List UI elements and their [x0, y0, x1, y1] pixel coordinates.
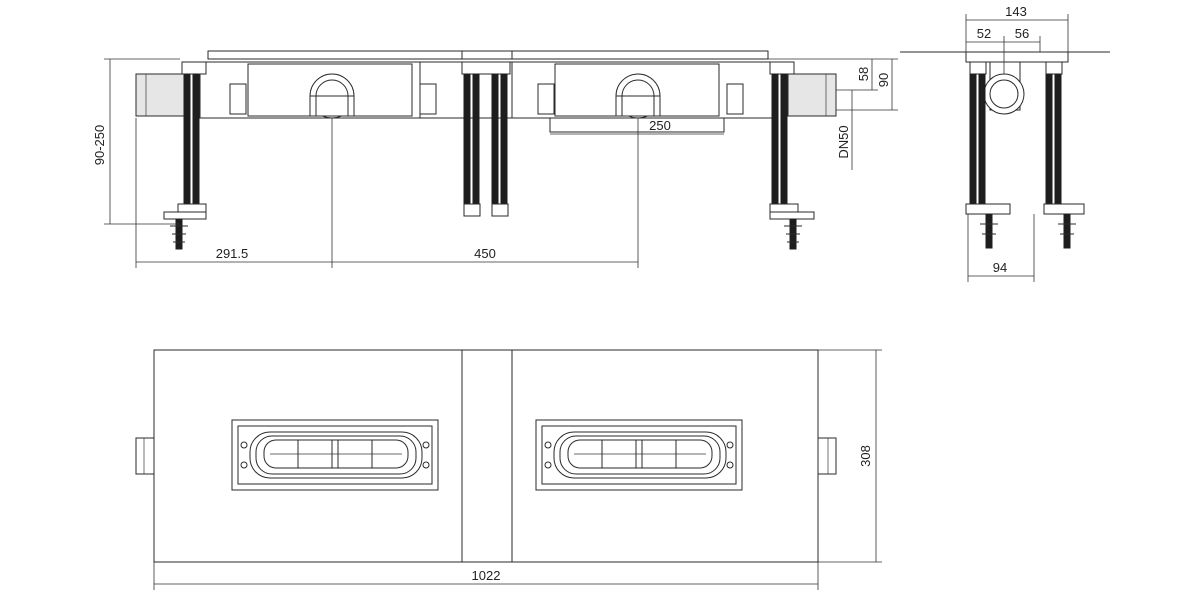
dim-side-52: 52: [977, 26, 991, 41]
plan-right-pipe: [817, 437, 837, 475]
leg-left: [163, 73, 207, 250]
dim-side-width: 143: [1005, 4, 1027, 19]
dim-plan-depth: 308: [858, 445, 873, 467]
outlet-circle-left: [309, 73, 355, 119]
plan-left-pipe: [135, 437, 155, 475]
dim-outlet-size: DN50: [836, 125, 851, 158]
front-elevation: [135, 50, 837, 250]
plan-view: [135, 349, 837, 563]
dim-body-length: 250: [649, 118, 671, 133]
dim-adjustable-height: 90-250: [92, 125, 107, 165]
side-elevation: [900, 51, 1110, 249]
dim-inlet-offset: 291.5: [216, 246, 249, 261]
channel-lower: [549, 117, 725, 133]
plan-dimensions: 1022 308: [153, 349, 882, 590]
leg-middle: [463, 73, 509, 217]
dim-foot-width: 94: [993, 260, 1007, 275]
leg-right: [769, 73, 815, 250]
side-dimensions: 143 52 56 94: [965, 4, 1069, 282]
front-dimensions: 90-250 291.5 450 250 DN50 58 90: [92, 58, 898, 268]
right-inlet-pipe: [787, 73, 837, 117]
dim-height-90: 90: [876, 73, 891, 87]
outlet-circle-right: [615, 73, 661, 119]
dim-outlet-spacing: 450: [474, 246, 496, 261]
left-inlet-pipe: [135, 73, 189, 117]
dim-height-58: 58: [856, 67, 871, 81]
grate-right: [535, 419, 743, 491]
dim-total-length: 1022: [472, 568, 501, 583]
dim-side-56: 56: [1015, 26, 1029, 41]
top-plate: [207, 50, 769, 60]
grate-left: [231, 419, 439, 491]
